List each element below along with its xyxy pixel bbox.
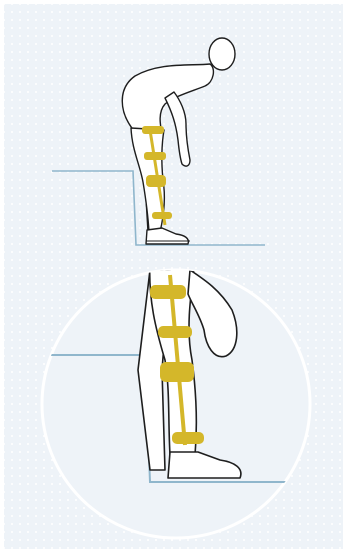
brace-strap-3 bbox=[152, 212, 172, 219]
brace-strap-1 bbox=[142, 126, 164, 134]
brace-hinge-d bbox=[160, 362, 194, 382]
brace-strap-d2 bbox=[158, 326, 192, 338]
brace-hinge bbox=[146, 175, 166, 187]
brace-strap-d1 bbox=[150, 285, 186, 299]
brace-strap-2 bbox=[144, 152, 166, 160]
brace-strap-d3 bbox=[172, 432, 204, 444]
head bbox=[209, 38, 235, 70]
